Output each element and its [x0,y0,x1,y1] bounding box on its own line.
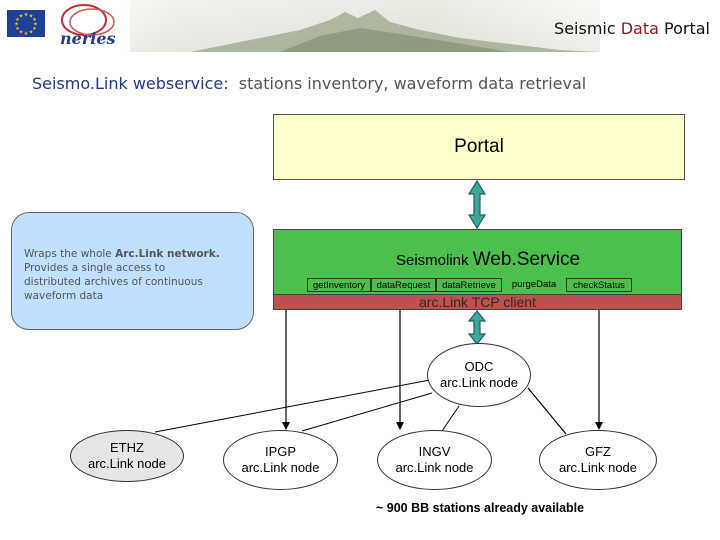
svg-text:★: ★ [14,22,19,28]
node-ethz-name: ETHZ [110,440,144,455]
double-arrow-tcp-odc [467,310,487,345]
svg-text:★: ★ [33,22,38,28]
svg-text:★: ★ [24,31,29,37]
double-arrow-portal-webservice [467,179,487,230]
node-ethz-sub: arc.Link node [87,456,167,471]
callout-line-1-text: Wraps the whole [24,248,116,260]
method-purge-data: purgeData [511,279,557,290]
webservice-title-small: Seismolink [396,252,473,269]
svg-text:★: ★ [32,26,37,32]
svg-text:★: ★ [15,17,20,23]
mountain-photo [130,0,600,52]
link-odc-to-ingv [441,405,460,432]
svg-text:★: ★ [29,30,34,36]
page-title: Seismic Data Portal [554,19,710,38]
title-accent-word: Data [620,19,659,38]
stations-footnote: ~ 900 BB stations already available [376,501,585,515]
link-odc-to-ipgp [301,392,433,432]
node-ingv-sub: arc.Link node [395,460,474,475]
subtitle-description: stations inventory, waveform data retrie… [238,74,587,93]
node-gfz: GFZ arc.Link node [539,430,657,490]
slide-subtitle: Seismo.Link webservice: stations invento… [32,74,586,93]
node-gfz-name: GFZ [585,444,611,459]
node-ingv: INGV arc.Link node [377,430,492,490]
callout-line-2: Provides a single access to [24,262,166,274]
subtitle-brand: Seismo.Link webservice: [32,74,229,93]
tcp-client-bar: arc.Link TCP client [273,294,682,310]
svg-text:★: ★ [32,17,37,23]
node-gfz-sub: arc.Link node [558,460,638,475]
link-odc-to-gfz [527,387,567,435]
callout-line-3: distributed archives of continuous [24,276,203,288]
method-check-status: checkStatus [566,278,632,292]
node-ethz: ETHZ arc.Link node [70,430,184,482]
eu-flag-logo: ★★★ ★★★ ★★★ ★★★ [7,10,45,37]
neries-logo: neries [60,4,116,48]
node-ipgp-sub: arc.Link node [241,460,320,475]
callout-line-4: waveform data [24,290,104,302]
webservice-title-big: Web.Service [472,249,581,270]
portal-box: Portal [273,114,685,180]
title-part-1: Seismic [554,19,621,38]
method-get-inventory: getInventory [307,278,371,292]
portal-label: Portal [454,136,504,157]
svg-text:★: ★ [15,26,20,32]
method-data-retrieve: dataRetrieve [436,278,502,292]
svg-text:★: ★ [19,14,24,20]
node-odc-sub: arc.Link node [439,375,519,390]
node-ingv-name: INGV [418,444,451,459]
svg-text:neries: neries [60,29,116,48]
svg-text:★: ★ [19,30,24,36]
description-callout: Wraps the whole Arc.Link network. Provid… [11,212,254,330]
method-data-request: dataRequest [371,278,436,292]
node-ipgp-name: IPGP [264,444,297,459]
svg-text:★: ★ [24,12,29,18]
title-part-2: Portal [658,19,710,38]
node-ipgp: IPGP arc.Link node [223,430,338,490]
callout-line-1: Wraps the whole Arc.Link network. [24,247,243,261]
webservice-title: Seismolink Web.Service [396,249,580,271]
node-odc: ODC arc.Link node [427,343,531,407]
tcp-client-label: arc.Link TCP client [419,294,536,310]
link-odc-to-ethz [154,379,431,433]
callout-line-1-bold: Arc.Link network. [115,248,220,260]
node-odc-name: ODC [464,359,494,374]
svg-text:★: ★ [29,14,34,20]
